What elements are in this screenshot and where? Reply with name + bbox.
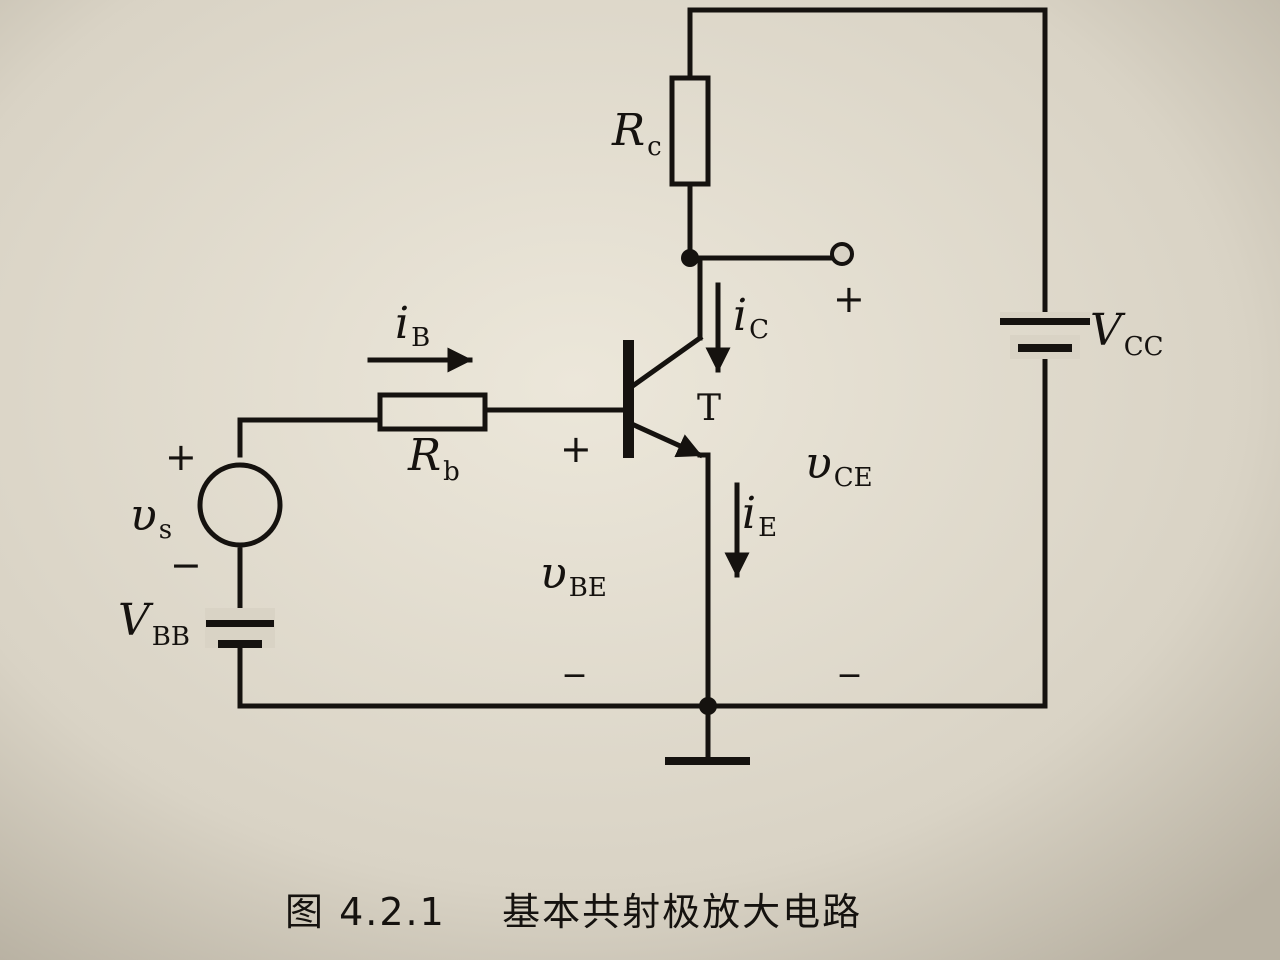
label-ie: iE: [742, 488, 777, 543]
label-transistor: T: [697, 388, 721, 429]
label-vce: υCE: [805, 438, 873, 493]
label-rb: Rb: [407, 430, 460, 487]
source-vs: [197, 462, 283, 548]
sign-vbe-minus: _: [564, 633, 585, 677]
label-ic: iC: [733, 290, 769, 345]
label-vcc: VCC: [1090, 305, 1164, 362]
label-ib: iB: [395, 298, 430, 353]
figure-caption: 图 4.2.1 基本共射极放大电路: [285, 890, 862, 934]
sign-vs-plus: +: [165, 435, 197, 479]
sign-vs-minus: −: [170, 543, 202, 587]
resistor-rb: [377, 392, 488, 432]
label-vbb: VBB: [118, 595, 190, 652]
sign-vce-minus: _: [839, 633, 860, 677]
transistor-t: [623, 334, 704, 459]
battery-vcc: [1000, 312, 1090, 359]
label-rc: Rc: [611, 105, 662, 162]
node-collector: [681, 249, 699, 267]
ground-icon: [665, 757, 750, 765]
node-ground: [699, 697, 717, 715]
wire-top-rail: [687, 7, 1048, 323]
battery-vbb: [205, 608, 275, 709]
sign-vbe-plus: +: [560, 427, 592, 471]
sign-vce-plus: +: [833, 277, 865, 321]
label-vbe: υBE: [540, 548, 607, 603]
label-vs: υs: [130, 490, 172, 545]
current-arrows: [367, 282, 750, 578]
output-terminal: [830, 242, 854, 266]
resistor-rc: [669, 75, 711, 187]
